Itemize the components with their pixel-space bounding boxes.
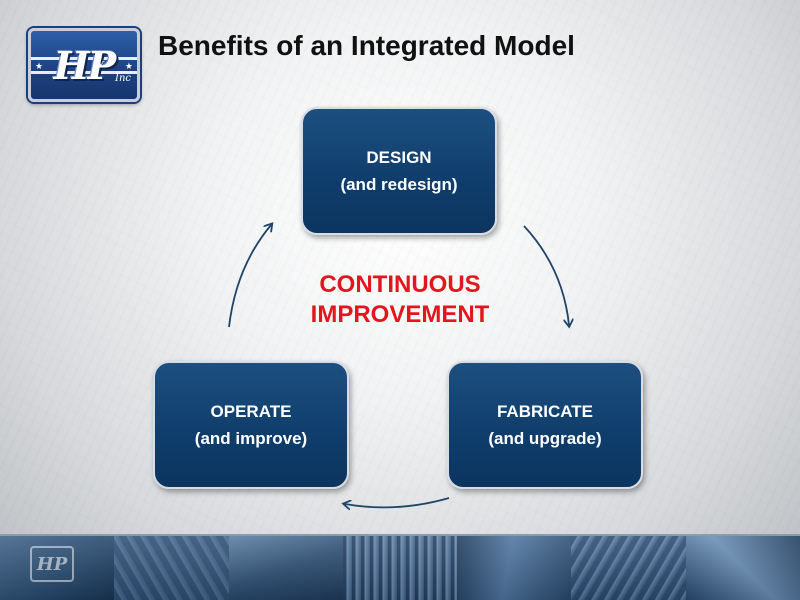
- footer-photo-strip: HP: [0, 534, 800, 600]
- star-icon: ★: [124, 61, 133, 71]
- footer-photo: [571, 536, 686, 600]
- star-icon: ★: [35, 61, 44, 71]
- fabricate-node-title: FABRICATE: [496, 402, 593, 421]
- logo-stripe: [31, 71, 137, 74]
- footer-photo: [342, 536, 458, 600]
- footer-photo: [114, 536, 229, 600]
- logo-letters: HP: [53, 42, 116, 88]
- slide-title: Benefits of an Integrated Model: [158, 30, 575, 61]
- fabricate-node-subtitle: (and upgrade): [488, 429, 602, 448]
- logo-ampersand: &: [93, 55, 106, 71]
- operate-node-subtitle: (and improve): [194, 429, 308, 448]
- continuous-improvement-label: CONTINUOUS IMPROVEMENT: [260, 270, 540, 330]
- logo-inc: Inc: [115, 73, 131, 84]
- footer-logo: HP: [30, 546, 74, 582]
- design-node: DESIGN (and redesign): [301, 107, 497, 235]
- operate-node: OPERATE (and improve): [153, 361, 349, 489]
- footer-photo: [457, 536, 572, 600]
- logo-stripe: [31, 57, 137, 60]
- footer-photo: [228, 536, 343, 600]
- operate-node-title: OPERATE: [210, 402, 292, 421]
- footer-tint: [0, 536, 800, 600]
- design-node-title: DESIGN: [366, 148, 432, 167]
- footer-photo: [685, 536, 800, 600]
- center-label-line1: CONTINUOUS: [319, 271, 481, 298]
- fabricate-node: FABRICATE (and upgrade): [447, 361, 643, 489]
- company-logo: ★ ★ HP & Inc: [28, 28, 140, 102]
- center-label-line2: IMPROVEMENT: [310, 301, 490, 328]
- design-node-subtitle: (and redesign): [340, 175, 458, 194]
